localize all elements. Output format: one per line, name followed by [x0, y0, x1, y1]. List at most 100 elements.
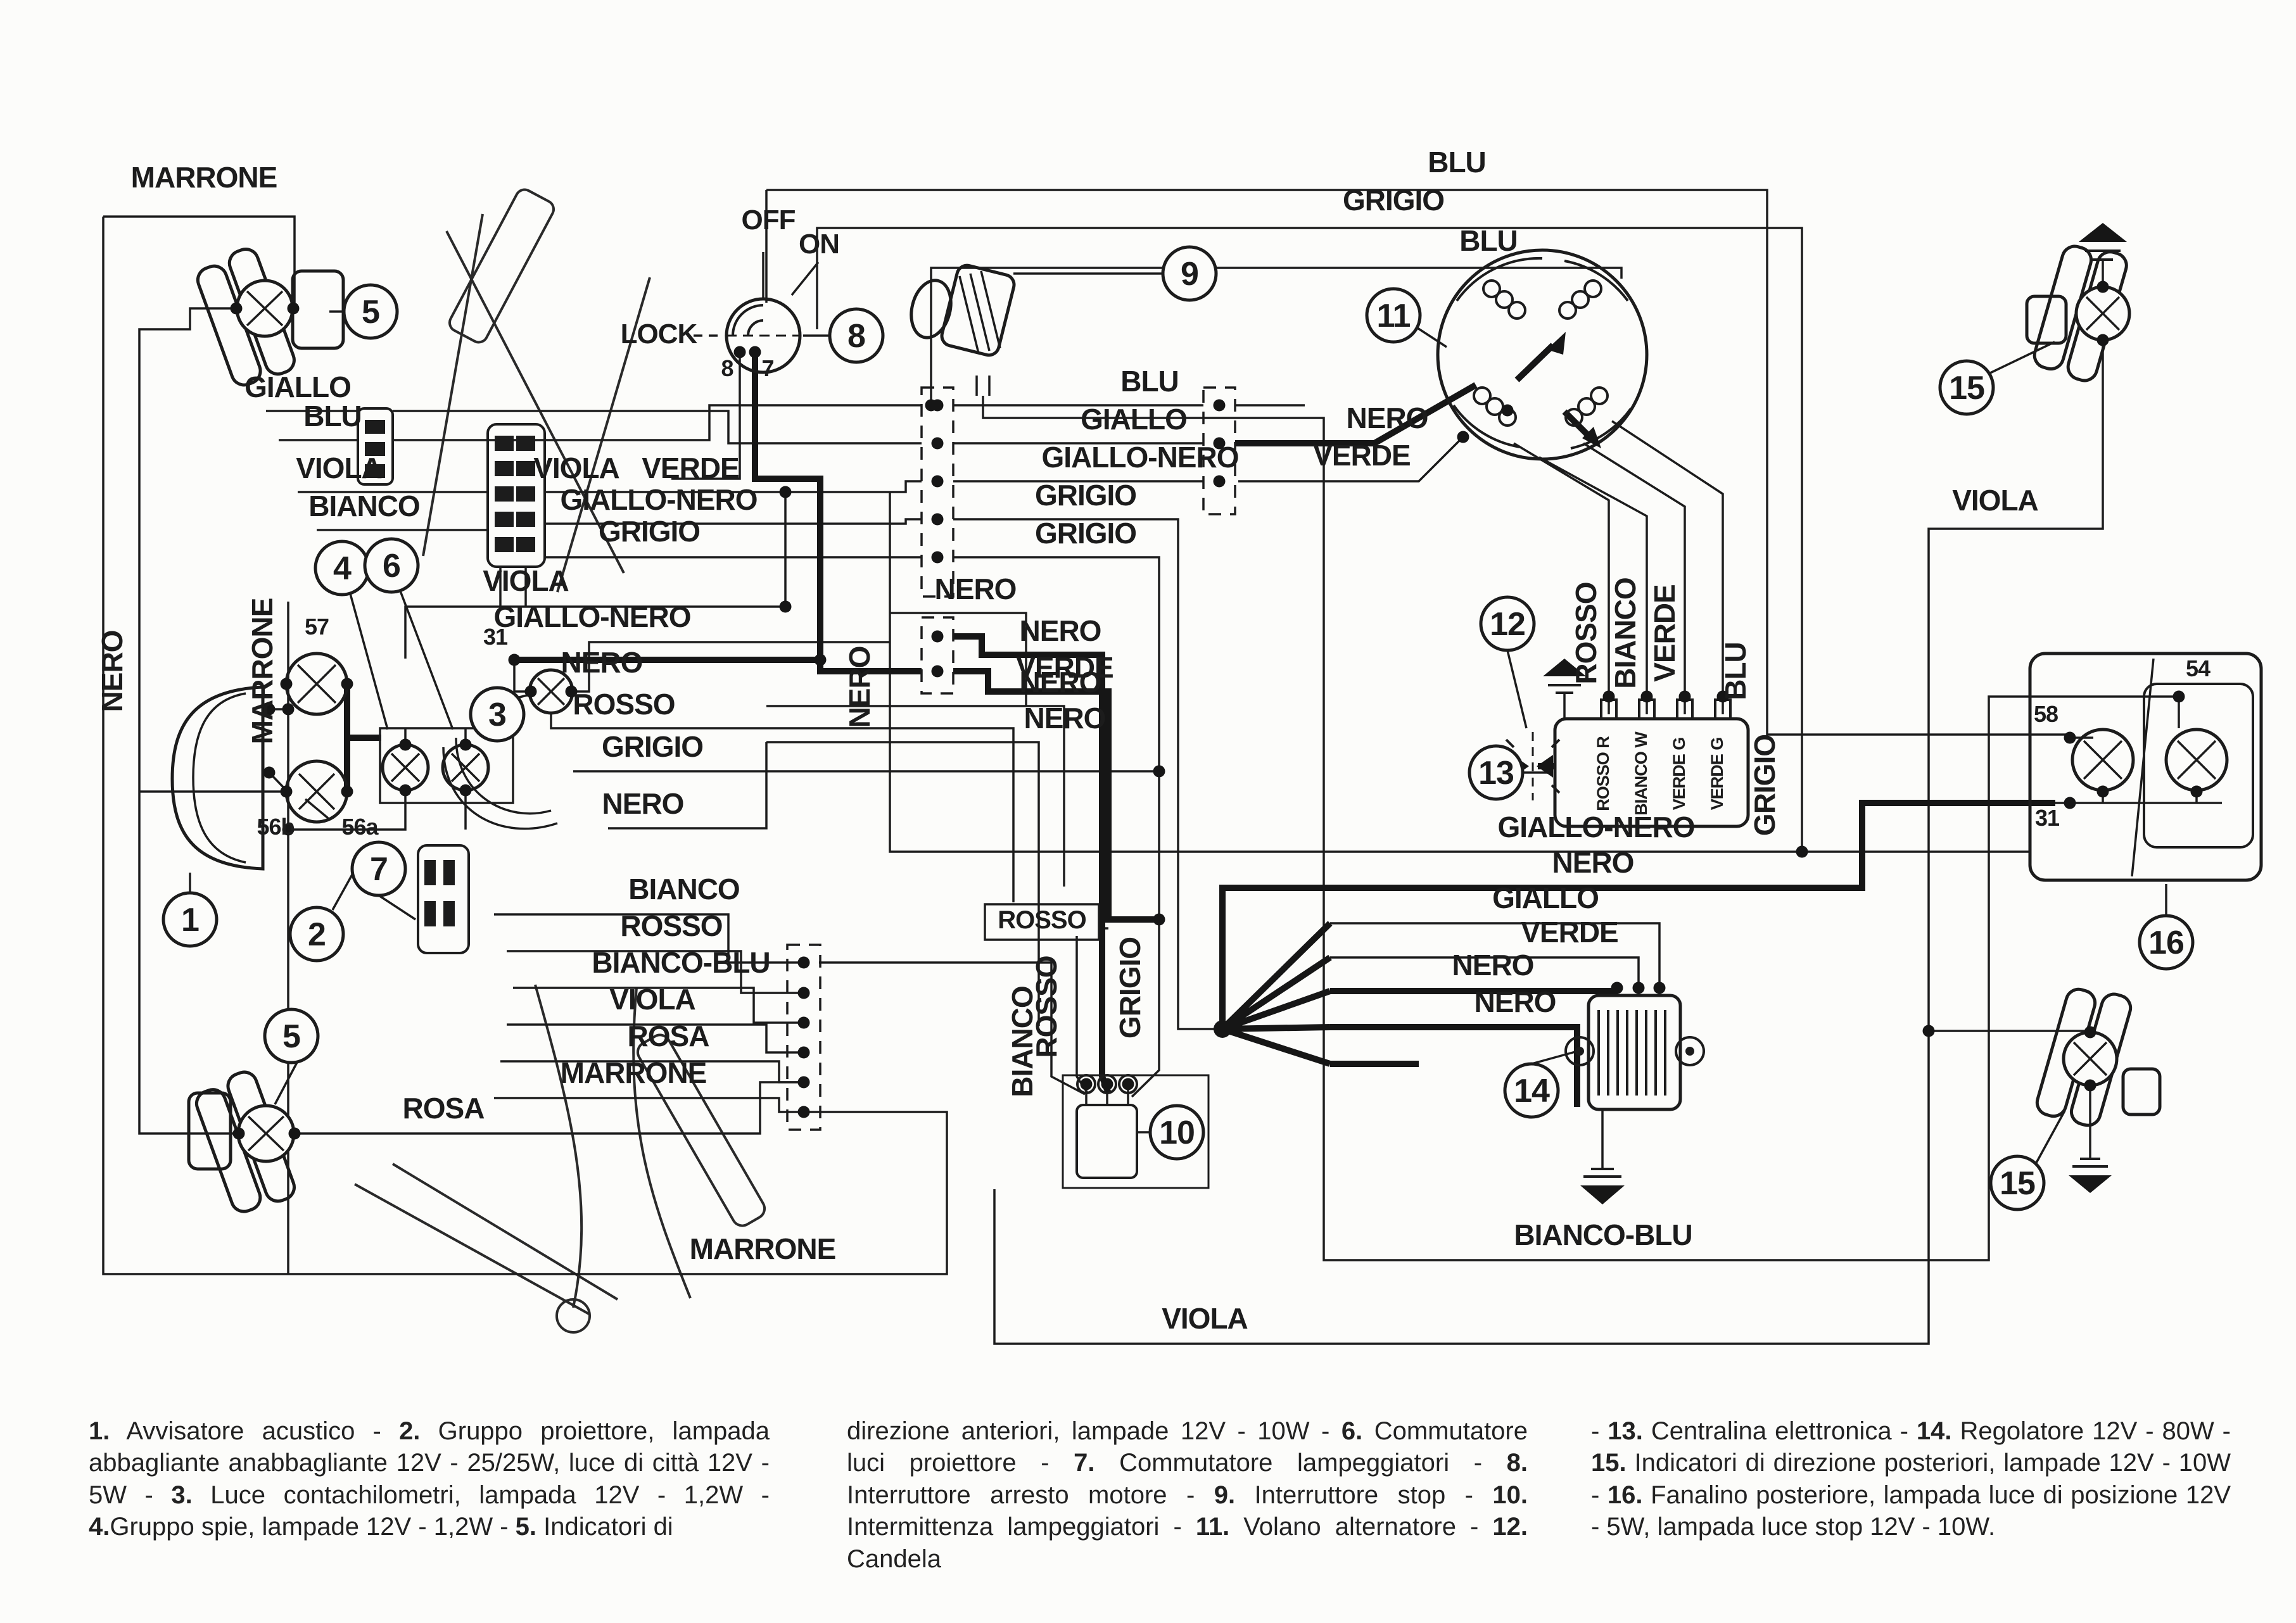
- wire-label-viola-11: VIOLA: [483, 564, 569, 597]
- wire-label-viola-52: VIOLA: [1952, 484, 2038, 517]
- junction-dot: [1080, 1078, 1093, 1090]
- handlebar-lever-art: [354, 188, 766, 1334]
- junction-dot: [263, 703, 276, 716]
- junction-dot: [931, 630, 944, 643]
- junction-dot: [931, 513, 944, 526]
- wire-label-marrone-9: MARRONE: [246, 598, 279, 745]
- wire-label-bianco-blu-26: BIANCO-BLU: [1514, 1218, 1692, 1251]
- wire-label-giallo-nero-53: GIALLO-NERO: [1498, 811, 1695, 843]
- front-indicator-bottom-bracket: [187, 1091, 232, 1171]
- component-number-8: 8: [847, 318, 865, 355]
- junction-dot: [2064, 731, 2076, 744]
- component-marker-3-2: 3: [469, 686, 526, 743]
- junction-dot: [1716, 690, 1729, 703]
- junction-dot: [280, 678, 293, 690]
- cdi-terminal-label-1: BIANCO W: [1632, 731, 1651, 816]
- component-marker-12-12: 12: [1479, 595, 1536, 652]
- terminal-label-56a-3: 56a: [341, 814, 379, 840]
- component-marker-9-9: 9: [1161, 245, 1218, 302]
- component-marker-4-3: 4: [314, 540, 371, 597]
- component-number-16: 16: [2148, 925, 2184, 961]
- component-number-4: 4: [333, 550, 352, 587]
- component-art: [170, 223, 2263, 1213]
- wire-label-viola-5: VIOLA: [533, 452, 619, 484]
- wire-label-bianco-blu-19: BIANCO-BLU: [592, 946, 770, 979]
- junction-dot: [263, 766, 276, 779]
- wire-label-grigio-15: GRIGIO: [602, 730, 703, 763]
- terminal-label-31-8: 31: [2035, 805, 2060, 831]
- ignition-lock-label: LOCK: [621, 319, 698, 350]
- wire-label-giallo-32: GIALLO: [1081, 403, 1187, 436]
- component-marker-5-5: 5: [342, 283, 399, 340]
- terminal-label-58-7: 58: [2034, 701, 2058, 727]
- wire-label-nero-39: NERO: [1020, 666, 1101, 698]
- junction-dot: [399, 784, 412, 797]
- wire-label-nero-10: NERO: [96, 631, 129, 712]
- wire-label-grigio-35: GRIGIO: [1035, 517, 1136, 550]
- caption-column-1: 1. Avvisatore acustico - 2. Gruppo proie…: [89, 1417, 770, 1541]
- wire-label-marrone-24: MARRONE: [690, 1232, 836, 1265]
- headlight-connector-small: [357, 407, 394, 486]
- ground-symbol-rear-bottom: [2069, 1158, 2112, 1193]
- junction-dot: [280, 785, 293, 798]
- wires-thick: [344, 343, 2055, 1107]
- wire-label-blu-42: BLU: [1428, 146, 1486, 179]
- junction-dot: [779, 486, 792, 498]
- junction-dot: [733, 346, 746, 358]
- cdi-terminal-label-3: VERDE G: [1708, 738, 1727, 811]
- junction-dot: [1153, 765, 1165, 778]
- junction-dot: [749, 346, 761, 358]
- headlight-connector: [486, 423, 546, 568]
- wire-label-rosso-18: ROSSO: [620, 909, 722, 942]
- component-number-1: 1: [181, 902, 199, 938]
- wire-label-rosso-47: ROSSO: [1570, 582, 1602, 684]
- wire-label-nero-41: NERO: [843, 647, 876, 728]
- junction-dot: [797, 956, 810, 969]
- junction-dot: [2190, 785, 2203, 798]
- component-number-15: 15: [2000, 1165, 2035, 1202]
- component-number-2: 2: [308, 916, 326, 953]
- component-marker-8-8: 8: [828, 307, 885, 364]
- wire-label-giallo-nero-12: GIALLO-NERO: [494, 600, 691, 633]
- cdi-terminal-label-2: VERDE G: [1670, 738, 1689, 811]
- junction-dot: [1796, 845, 1808, 858]
- ground-symbol-rear-top: [2079, 223, 2127, 261]
- ignition-off-label: OFF: [742, 205, 796, 236]
- wire-label-bianco-4: BIANCO: [308, 489, 419, 522]
- component-marker-13-13: 13: [1468, 744, 1525, 801]
- junction-dot: [2096, 334, 2109, 346]
- wire-label-nero-13: NERO: [561, 646, 643, 679]
- component-marker-10-10: 10: [1148, 1104, 1205, 1161]
- component-number-7: 7: [370, 851, 388, 888]
- junction-dot: [1501, 404, 1514, 417]
- component-number-13: 13: [1478, 755, 1514, 792]
- caption-column-3: - 13. Centralina elettronica - 14. Regol…: [1591, 1417, 2231, 1541]
- junction-dot: [341, 678, 353, 690]
- junction-dot: [1640, 690, 1653, 703]
- junction-dot: [1457, 431, 1469, 443]
- ground-symbol-regulator: [1580, 1168, 1625, 1204]
- component-number-9: 9: [1181, 256, 1198, 293]
- component-number-15: 15: [1949, 370, 1984, 407]
- wire-label-blu-44: BLU: [1459, 224, 1518, 257]
- terminal-label-54-6: 54: [2186, 655, 2210, 681]
- terminal-label-7-5: 7: [761, 355, 773, 381]
- ignition-switch: [694, 252, 820, 374]
- junction-dot: [282, 823, 295, 836]
- wire-label-nero-57: NERO: [1452, 949, 1534, 982]
- component-marker-15-15: 15: [1938, 359, 1995, 416]
- connector-block-main-lower: [920, 616, 955, 695]
- junction-dot: [1213, 475, 1226, 488]
- wire-label-giallo-1: GIALLO: [244, 370, 351, 403]
- wire-label-nero-37: NERO: [1020, 614, 1101, 647]
- component-marker-6-4: 6: [363, 537, 420, 594]
- junction-dot: [230, 302, 243, 315]
- wire-label-verde-46: VERDE: [1313, 439, 1410, 472]
- junction-dot: [931, 551, 944, 564]
- wire-label-blu-51: BLU: [1719, 642, 1752, 700]
- component-number-12: 12: [1490, 606, 1525, 643]
- junction-dot: [931, 475, 944, 488]
- junction-dot: [797, 1046, 810, 1059]
